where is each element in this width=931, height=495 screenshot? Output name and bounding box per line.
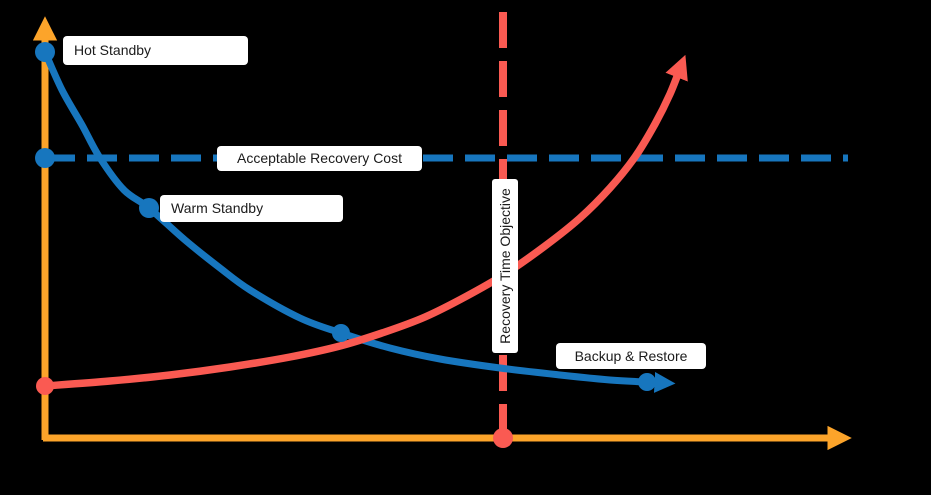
red-curve-start-point xyxy=(36,377,54,395)
blue-curve-mid-point xyxy=(332,324,350,342)
acceptable-recovery-cost-label: Acceptable Recovery Cost xyxy=(217,146,422,171)
backup-restore-label: Backup & Restore xyxy=(556,343,706,369)
backup-restore-point xyxy=(638,373,656,391)
hot-standby-point xyxy=(35,42,55,62)
acceptable-cost-axis-point xyxy=(35,148,55,168)
rto-axis-point xyxy=(493,428,513,448)
warm-standby-label: Warm Standby xyxy=(160,195,343,222)
hot-standby-label: Hot Standby xyxy=(63,36,248,65)
recovery-time-objective-label: Recovery Time Objective xyxy=(492,179,518,353)
rising-cost-curve xyxy=(41,54,688,390)
data-points xyxy=(35,42,656,448)
warm-standby-point xyxy=(139,198,159,218)
recovery-cost-curve xyxy=(41,48,676,393)
